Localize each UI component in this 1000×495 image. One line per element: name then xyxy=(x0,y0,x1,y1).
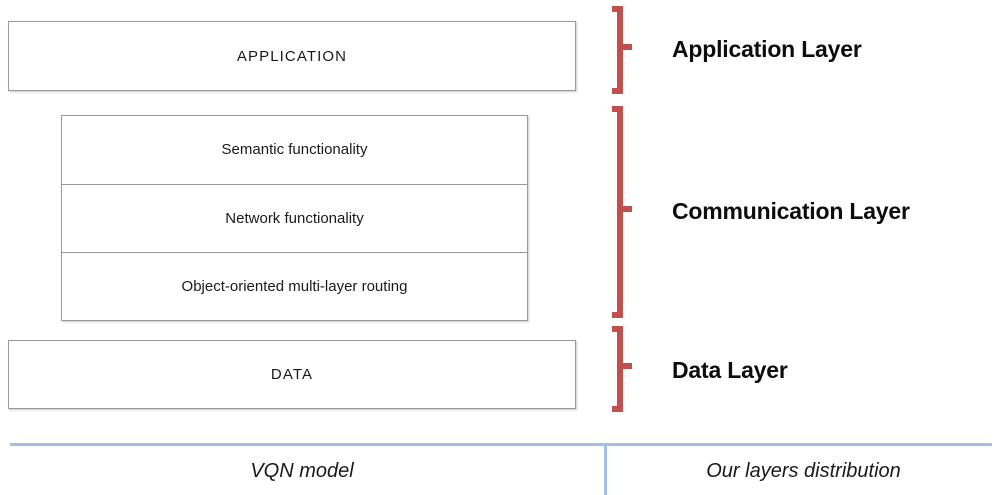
vqn-box-object-oriented-routing-label: Object-oriented multi-layer routing xyxy=(181,277,408,295)
curly-brace-right-icon xyxy=(610,106,650,318)
vqn-box-data: DATA xyxy=(8,340,576,409)
curly-brace-right-icon xyxy=(610,6,650,94)
vqn-box-application-label: APPLICATION xyxy=(236,47,348,65)
caption-horizontal-rule xyxy=(10,443,992,446)
vqn-box-semantic-functionality-label: Semantic functionality xyxy=(221,141,368,159)
curly-brace-right-icon xyxy=(610,326,650,412)
caption-vertical-divider xyxy=(604,446,607,495)
vqn-box-network-functionality-label: Network functionality xyxy=(225,209,364,227)
layer-label-communication: Communication Layer xyxy=(672,198,910,224)
caption-our-layers-distribution: Our layers distribution xyxy=(706,460,901,482)
vqn-box-application: APPLICATION xyxy=(8,21,576,91)
vqn-box-data-label: DATA xyxy=(270,366,314,383)
vqn-box-semantic-functionality: Semantic functionality xyxy=(61,115,528,184)
vqn-box-network-functionality: Network functionality xyxy=(61,183,528,253)
vqn-box-object-oriented-routing: Object-oriented multi-layer routing xyxy=(61,252,528,321)
layer-label-data: Data Layer xyxy=(672,357,788,383)
layer-label-application: Application Layer xyxy=(672,36,862,62)
vqn-communication-stack: Semantic functionality Network functiona… xyxy=(61,115,528,321)
caption-vqn-model: VQN model xyxy=(250,460,354,482)
